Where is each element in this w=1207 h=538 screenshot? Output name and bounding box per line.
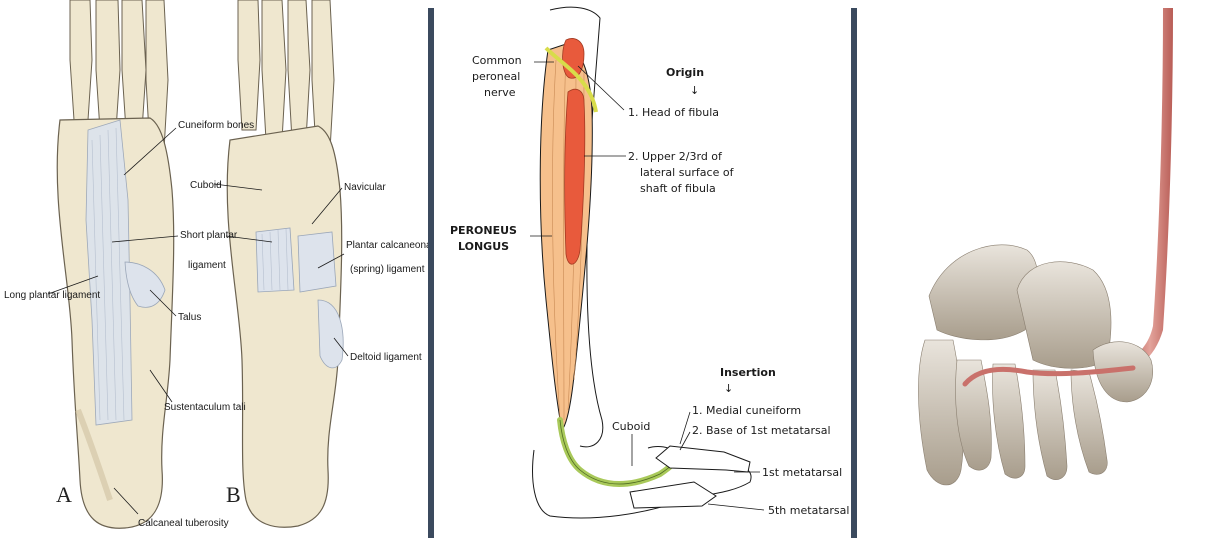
label-deltoid-ligament: Deltoid ligament <box>350 352 422 363</box>
foot-3d-svg <box>857 0 1207 538</box>
peroneus-longus-diagram: ↓ ↓ Origin Common peroneal nerve 1. Head… <box>434 0 850 538</box>
origin-heading: Origin <box>666 66 704 79</box>
peroneus-longus-svg: ↓ ↓ Origin Common peroneal nerve 1. Head… <box>434 0 850 538</box>
label-cuboid: Cuboid <box>190 180 222 191</box>
label-talus: Talus <box>178 312 201 323</box>
insertion-heading: Insertion <box>720 366 776 379</box>
insertion-arrow: ↓ <box>724 382 733 395</box>
origin-2c-label: shaft of fibula <box>640 182 716 195</box>
plantar-ligaments-illustration: A B Cuneiform bones <box>0 0 428 538</box>
plantar-ligaments-svg: A B Cuneiform bones <box>0 0 428 538</box>
view-b-letter: B <box>226 482 241 507</box>
insertion-2-label: 2. Base of 1st metatarsal <box>692 424 831 437</box>
origin-2a-label: 2. Upper 2/3rd of <box>628 150 723 163</box>
label-short-plantar-2: ligament <box>188 260 226 271</box>
common-peroneal-label-3: nerve <box>484 86 516 99</box>
cuboid-label: Cuboid <box>612 420 650 433</box>
muscle-name-1: PERONEUS <box>450 224 517 237</box>
common-peroneal-label-1: Common <box>472 54 522 67</box>
label-navicular: Navicular <box>344 182 386 193</box>
first-metatarsal-label: 1st metatarsal <box>762 466 842 479</box>
label-short-plantar: Short plantar <box>180 230 238 241</box>
label-sustentaculum-tali: Sustentaculum tali <box>164 402 246 413</box>
foot-3d-render <box>857 0 1207 538</box>
common-peroneal-label-2: peroneal <box>472 70 520 83</box>
origin-2b-label: lateral surface of <box>640 166 735 179</box>
label-spring-ligament: (spring) ligament <box>350 264 425 275</box>
muscle-name-2: LONGUS <box>458 240 509 253</box>
origin-arrow: ↓ <box>690 84 699 97</box>
label-calcaneal-tuberosity: Calcaneal tuberosity <box>138 518 229 529</box>
insertion-1-label: 1. Medial cuneiform <box>692 404 801 417</box>
label-plantar-calcaneonavicular: Plantar calcaneonavicular <box>346 240 428 251</box>
origin-1-label: 1. Head of fibula <box>628 106 719 119</box>
label-long-plantar-ligament: Long plantar ligament <box>4 290 100 301</box>
label-cuneiform-bones: Cuneiform bones <box>178 120 254 131</box>
fifth-metatarsal-label: 5th metatarsal <box>768 504 849 517</box>
view-a-letter: A <box>56 482 72 507</box>
